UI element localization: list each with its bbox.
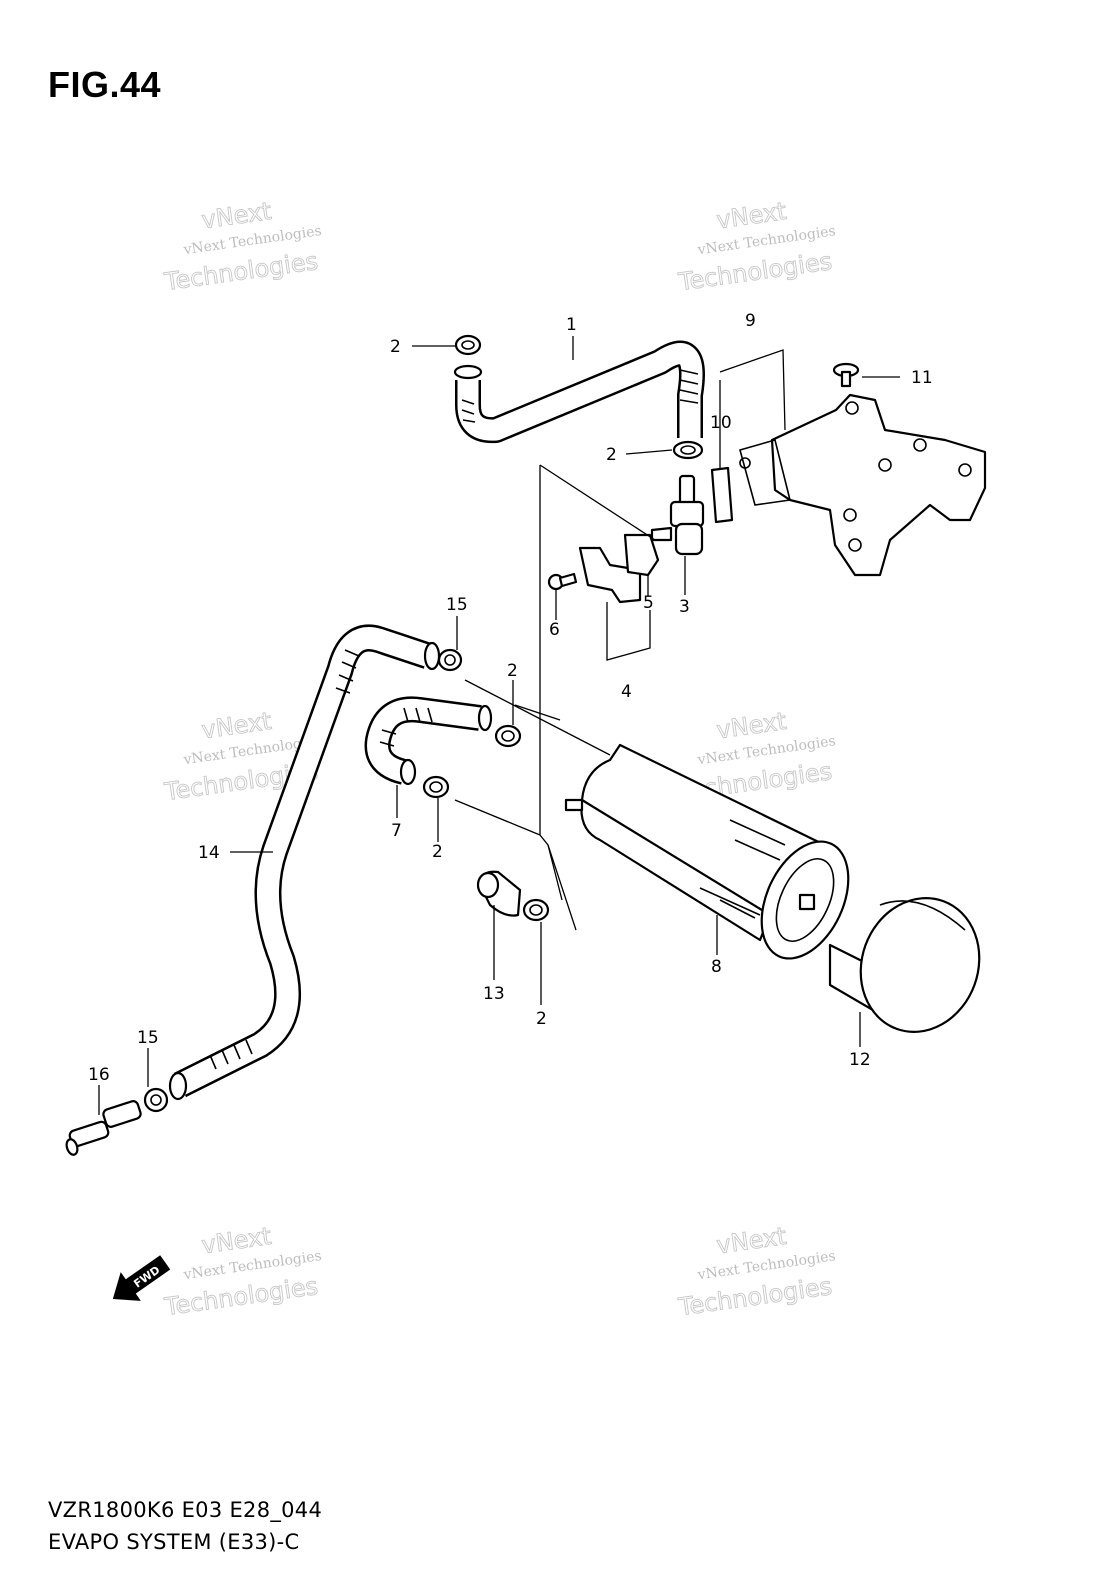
callout-10: 10	[710, 413, 732, 433]
figure-title: FIG.44	[48, 64, 162, 105]
callout-leaders	[98, 336, 900, 1115]
valve-part-3	[650, 474, 705, 556]
callout-2-top: 2	[390, 337, 401, 357]
callout-3: 3	[679, 597, 690, 617]
cover-part-12	[828, 896, 981, 1034]
callout-8: 8	[711, 957, 722, 977]
clamp-part-15-lower	[143, 1087, 169, 1113]
callout-6: 6	[549, 620, 560, 640]
clamp-part-2-bottom	[522, 898, 550, 922]
callout-11: 11	[911, 368, 933, 388]
callout-2-valve: 2	[606, 445, 617, 465]
svg-text:vNext: vNext	[715, 707, 788, 744]
callout-2-lower: 2	[432, 842, 443, 862]
clamp-part-2-valve	[672, 440, 704, 460]
screw-part-11	[832, 362, 860, 388]
hose-part-14	[168, 624, 441, 1101]
watermark-top-right: vNext vNext Technologies Technologies	[676, 196, 837, 296]
clamp-part-2-top	[454, 334, 482, 356]
watermark-bottom-right: vNext vNext Technologies Technologies	[676, 1221, 837, 1321]
callout-9: 9	[745, 311, 756, 331]
callout-2-mid: 2	[507, 661, 518, 681]
hose-part-7	[364, 696, 493, 786]
watermark-bottom-left: vNext vNext Technologies Technologies	[162, 1221, 323, 1321]
clamp-part-2-lower	[422, 775, 450, 799]
svg-text:vNext: vNext	[200, 1222, 273, 1259]
joint-part-16	[65, 1100, 142, 1156]
callout-5: 5	[643, 593, 654, 613]
clamp-part-15-upper	[437, 648, 463, 672]
callout-1: 1	[566, 315, 577, 335]
clip-part-10	[710, 466, 734, 524]
bracket-part-9	[739, 393, 987, 577]
svg-text:vNext: vNext	[200, 197, 273, 234]
callout-13: 13	[483, 984, 505, 1004]
callout-14: 14	[198, 843, 220, 863]
callout-15-upper: 15	[446, 595, 468, 615]
bracket-part-5	[578, 533, 660, 604]
callout-2-bottom: 2	[536, 1009, 547, 1029]
screw-part-6	[547, 572, 578, 591]
callout-15-lower: 15	[137, 1028, 159, 1048]
svg-text:vNext: vNext	[715, 1222, 788, 1259]
assembly-outline-lines	[454, 349, 786, 931]
hose-part-13	[476, 870, 522, 917]
svg-text:vNext: vNext	[200, 707, 273, 744]
canister-part-8	[564, 743, 850, 960]
callout-16: 16	[88, 1065, 110, 1085]
hose-part-1	[453, 340, 705, 444]
clamp-part-2-mid	[494, 724, 522, 748]
callout-12: 12	[849, 1050, 871, 1070]
footer-section-name: EVAPO SYSTEM (E33)-C	[48, 1530, 300, 1554]
watermark-top-left: vNext vNext Technologies Technologies	[162, 196, 323, 296]
callout-4: 4	[621, 682, 632, 702]
svg-text:vNext: vNext	[715, 197, 788, 234]
footer-model-code: VZR1800K6 E03 E28_044	[48, 1498, 323, 1522]
callout-7: 7	[391, 821, 402, 841]
